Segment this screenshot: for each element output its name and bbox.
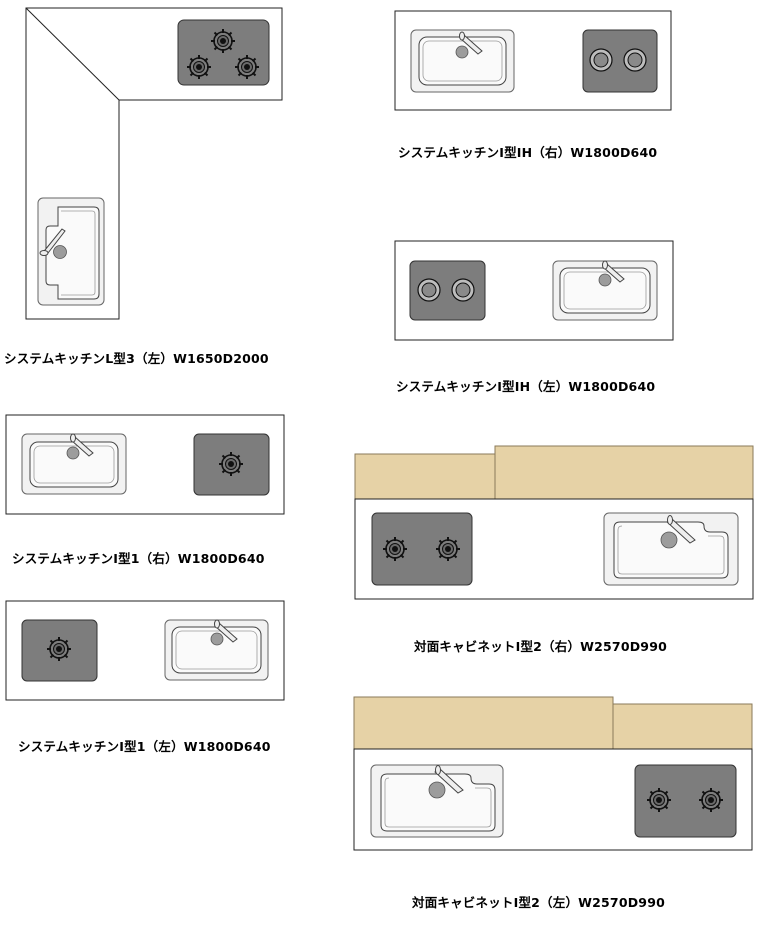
gas-burner-icon bbox=[647, 788, 671, 812]
kitchen-l-type-3-left: システムキッチンL型3（左）W1650D2000 bbox=[0, 0, 290, 370]
l-kitchen-plan bbox=[25, 7, 283, 320]
ih-burner-icon bbox=[417, 278, 441, 302]
gas-hob bbox=[634, 764, 737, 838]
ih-hob bbox=[409, 260, 486, 321]
wood-counter-right bbox=[494, 445, 754, 500]
ih-burner-icon bbox=[589, 48, 613, 72]
cabinet-i-type-2-left: 対面キャビネットI型2（左）W2570D990 bbox=[350, 690, 760, 920]
cabinet-i-type-2-right: 対面キャビネットI型2（右）W2570D990 bbox=[350, 440, 760, 660]
gas-burner-icon bbox=[699, 788, 723, 812]
kitchen-i-type-ih-right: システムキッチンI型IH（右）W1800D640 bbox=[390, 8, 680, 168]
wood-counter-left bbox=[353, 696, 614, 750]
gas-burner-icon bbox=[219, 452, 243, 476]
gas-burner-icon bbox=[235, 55, 259, 79]
gas-burner-icon bbox=[436, 537, 460, 561]
caption-i-type-1-right: システムキッチンI型1（右）W1800D640 bbox=[12, 551, 265, 566]
ih-burner-icon bbox=[623, 48, 647, 72]
kitchen-i-type-ih-left: システムキッチンI型IH（左）W1800D640 bbox=[390, 238, 680, 398]
caption-i-type-ih-right: システムキッチンI型IH（右）W1800D640 bbox=[398, 145, 658, 160]
kitchen-i-type-1-left: システムキッチンI型1（左）W1800D640 bbox=[0, 598, 290, 758]
gas-burner-icon bbox=[211, 29, 235, 53]
gas-burner-icon bbox=[187, 55, 211, 79]
caption-cabinet-i-type-2-left: 対面キャビネットI型2（左）W2570D990 bbox=[412, 895, 665, 910]
ih-burner-icon bbox=[451, 278, 475, 302]
wood-counter-left bbox=[354, 453, 496, 500]
caption-i-type-ih-left: システムキッチンI型IH（左）W1800D640 bbox=[396, 379, 656, 394]
ih-hob bbox=[582, 29, 658, 93]
gas-burner-icon bbox=[383, 537, 407, 561]
kitchen-i-type-1-right: システムキッチンI型1（右）W1800D640 bbox=[0, 412, 290, 572]
wood-counter-right bbox=[612, 703, 753, 750]
caption-cabinet-i-type-2-right: 対面キャビネットI型2（右）W2570D990 bbox=[414, 639, 667, 654]
gas-hob bbox=[371, 512, 473, 586]
caption-i-type-1-left: システムキッチンI型1（左）W1800D640 bbox=[18, 739, 271, 754]
caption-l-type-3-left: システムキッチンL型3（左）W1650D2000 bbox=[4, 351, 269, 366]
gas-burner-icon bbox=[47, 637, 71, 661]
